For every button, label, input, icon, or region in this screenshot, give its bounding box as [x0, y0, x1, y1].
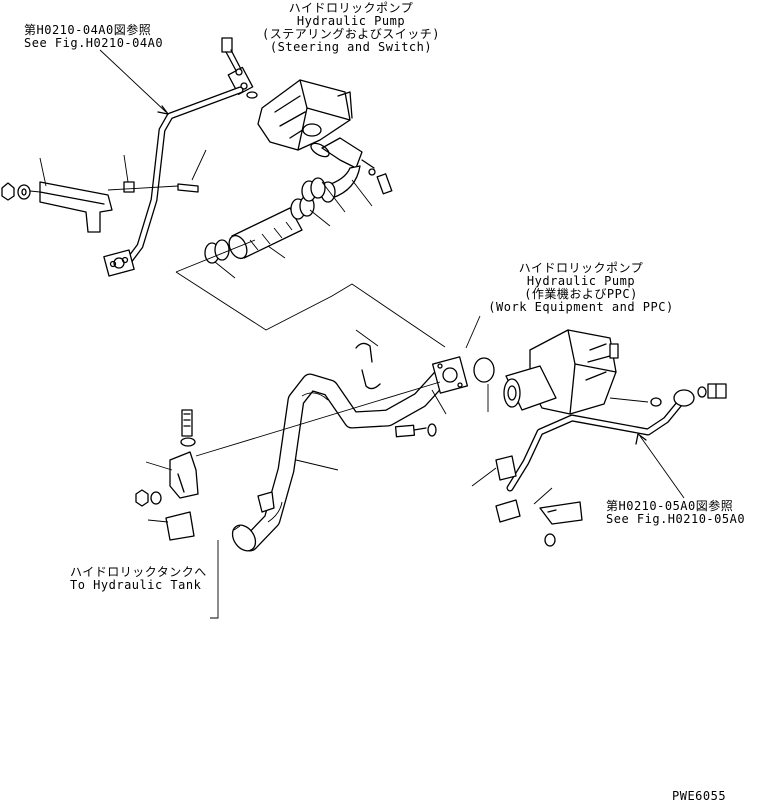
label-tank: ハイドロリックタンクへ To Hydraulic Tank — [70, 566, 207, 592]
steering-pump-bolt-top — [221, 37, 254, 96]
label-tank-en: To Hydraulic Tank — [70, 578, 202, 592]
pipe-end-tank — [231, 491, 275, 552]
left-tube-flange — [103, 249, 135, 277]
label-steering-pump-en: Hydraulic Pump — [296, 14, 406, 28]
left-pressure-tube — [124, 86, 244, 266]
callout-work-pump — [465, 315, 481, 349]
clamp-1 — [204, 239, 230, 264]
suction-hose-steering — [204, 177, 326, 264]
left-clip — [107, 149, 207, 193]
main-suction-pipe — [241, 369, 449, 552]
label-steering-pump-sub-jp: (ステアリングおよびスイッチ) — [262, 27, 440, 41]
pipe-clamp-u — [355, 329, 381, 390]
label-ref-right: 第H0210-05A0図参照 See Fig.H0210-05A0 — [606, 500, 745, 526]
label-ref-right-en: See Fig.H0210-05A0 — [606, 512, 746, 526]
mounting-bracket — [145, 409, 199, 541]
label-ref-left-jp: 第H0210-04A0図参照 — [24, 23, 152, 37]
assembly-outline — [175, 239, 446, 348]
pipe-flange-pump — [431, 356, 469, 394]
clamp-3 — [301, 177, 326, 202]
pump-cap — [473, 357, 495, 383]
label-work-pump-sub-en: (Work Equipment and PPC) — [488, 300, 674, 314]
arrow-left-ref — [157, 105, 169, 115]
leader-left-ref — [99, 49, 167, 113]
right-bracket — [533, 487, 583, 547]
label-ref-left-en: See Fig.H0210-04A0 — [24, 36, 164, 50]
flange-bolt — [394, 389, 447, 438]
drawing-code: PWE6055 — [672, 789, 727, 803]
right-pressure-tube — [506, 389, 695, 492]
callout-pipe — [295, 459, 339, 471]
arrow-right-ref — [635, 433, 647, 445]
steering-pump — [257, 79, 353, 151]
oring-steering — [246, 91, 258, 99]
label-work-pump-sub-jp: (作業機およびPPC) — [524, 287, 638, 301]
work-pump — [503, 329, 619, 415]
bracket-nut-washer — [135, 489, 162, 507]
left-nut-washer — [1, 182, 31, 201]
label-tank-jp: ハイドロリックタンクへ — [70, 565, 207, 579]
leader-right-ref — [639, 435, 685, 499]
left-bracket — [19, 157, 113, 233]
label-steering-pump: ハイドロリックポンプ Hydraulic Pump (ステアリングおよびスイッチ… — [256, 2, 446, 54]
label-ref-right-jp: 第H0210-05A0図参照 — [606, 499, 734, 513]
label-steering-pump-sub-en: (Steering and Switch) — [269, 40, 433, 54]
label-work-pump: ハイドロリックポンプ Hydraulic Pump (作業機およびPPC) (W… — [476, 262, 686, 314]
label-ref-left: 第H0210-04A0図参照 See Fig.H0210-04A0 — [24, 24, 163, 50]
right-tube-bolt — [697, 383, 727, 399]
tank-leader — [210, 540, 219, 619]
right-tube-clamp — [471, 455, 521, 523]
label-work-pump-jp: ハイドロリックポンプ — [518, 261, 644, 275]
label-steering-pump-jp: ハイドロリックポンプ — [288, 1, 414, 15]
callout-long — [195, 381, 441, 457]
label-work-pump-en: Hydraulic Pump — [526, 274, 636, 288]
